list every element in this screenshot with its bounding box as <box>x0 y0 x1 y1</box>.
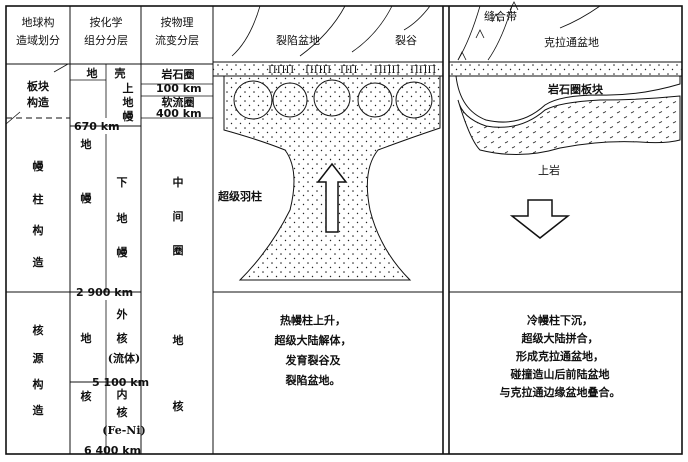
right-caption-5: 与克拉通边缘盆地叠合。 <box>500 385 621 399</box>
chem-core-2: 核 <box>81 389 92 403</box>
cold-plume-label: 上岩 <box>538 163 560 177</box>
left-caption-4: 裂陷盆地。 <box>285 373 341 387</box>
chem-core-1: 地 <box>81 331 92 345</box>
row-mantle-plume-4: 造 <box>33 255 45 269</box>
lithosphere-band-right <box>448 61 683 77</box>
depth-2900: 2 900 km <box>76 286 133 299</box>
right-caption-4: 碰撞造山后前陆盆地 <box>511 367 610 381</box>
svg-text:ΠΠΠ: ΠΠΠ <box>268 65 294 76</box>
chem-upper-mantle-1: 上 <box>123 81 134 95</box>
chem-outer-core-1: 外 <box>116 307 128 321</box>
hot-plume-panel: ΠΠΠ ΠΠΠ ΠΠ ΠΠΠ ΠΠΠ 超级羽柱 裂陷盆地 裂谷 热幔柱上升， 超… <box>212 5 444 387</box>
chem-fe-ni: (Fe-Ni) <box>102 424 145 437</box>
phys-mesosphere-1: 中 <box>173 175 184 189</box>
right-caption-3: 形成克拉通盆地， <box>516 349 604 363</box>
left-caption-3: 发育裂谷及 <box>285 353 342 367</box>
cold-plume-panel: 岩石圈板块 缝合带 克拉通盆地 上岩 冷幔柱下沉， 超级大陆拼合， 形成克拉通盆… <box>448 1 683 399</box>
row-plate-tectonics: 板块 <box>27 79 50 93</box>
chem-mantle-2: 幔 <box>81 191 93 205</box>
rift-valley-label: 裂谷 <box>395 34 417 47</box>
svg-text:ΠΠ: ΠΠ <box>340 65 358 76</box>
row-core-source-3: 构 <box>33 377 44 391</box>
downwelling-arrow <box>509 199 571 239</box>
header-tectonic-domain: 地球构 <box>22 15 55 29</box>
svg-text:ΠΠΠ: ΠΠΠ <box>305 65 331 76</box>
row-core-source-4: 造 <box>33 403 45 417</box>
chem-fluid: (流体) <box>108 351 140 365</box>
chem-outer-core-2: 核 <box>117 331 128 345</box>
rift-basin-label: 裂陷盆地 <box>276 33 320 47</box>
phys-mesosphere-3: 圈 <box>173 244 184 257</box>
row-mantle-plume-2: 柱 <box>33 192 44 206</box>
depth-400: 400 km <box>156 107 202 120</box>
chem-lower-mantle-1: 下 <box>117 176 128 189</box>
phys-mesosphere-2: 间 <box>173 210 184 223</box>
right-caption-1: 冷幔柱下沉， <box>527 313 593 327</box>
chem-lower-mantle-2: 地 <box>117 211 128 225</box>
svg-text:ΠΠΠ: ΠΠΠ <box>374 65 400 76</box>
depth-5100: 5 100 km <box>92 376 149 389</box>
row-plate-tectonics-2: 构造 <box>27 95 50 109</box>
lithosphere-plate-label: 岩石圈板块 <box>547 82 604 96</box>
chem-crust-2: 壳 <box>114 66 126 80</box>
upwelling-arrow <box>316 162 348 233</box>
chem-mantle-1: 地 <box>81 137 92 151</box>
header-physical-2: 流变分层 <box>155 33 199 47</box>
phys-asthenosphere: 软流圈 <box>162 95 195 109</box>
chem-lower-mantle-3: 幔 <box>117 245 129 259</box>
phys-core-2: 核 <box>173 399 184 413</box>
row-core-source-2: 源 <box>33 351 44 365</box>
header-chemical-2: 组分分层 <box>84 33 128 47</box>
chem-inner-core-1: 内 <box>117 387 128 401</box>
superplume-label: 超级羽柱 <box>217 189 262 203</box>
row-mantle-plume-1: 幔 <box>33 159 45 173</box>
row-core-source-1: 核 <box>33 323 44 337</box>
sinking-slab <box>457 95 681 155</box>
craton-basin-label: 克拉通盆地 <box>544 35 599 49</box>
chem-crust-1: 地 <box>87 66 98 80</box>
left-caption-1: 热幔柱上升， <box>280 313 346 327</box>
depth-670: 670 km <box>74 120 120 133</box>
chem-upper-mantle-3: 幔 <box>123 109 135 123</box>
phys-core-1: 地 <box>173 333 184 347</box>
depth-6400: 6 400 km <box>84 444 141 457</box>
cold-lithosphere-body <box>455 75 681 123</box>
depth-100: 100 km <box>156 82 202 95</box>
header-tectonic-domain-2: 造域划分 <box>16 33 60 47</box>
header-physical: 按物理 <box>161 15 194 29</box>
svg-text:ΠΠΠ: ΠΠΠ <box>410 65 436 76</box>
chem-inner-core-2: 核 <box>117 405 128 419</box>
phys-lithosphere: 岩石圈 <box>161 67 195 81</box>
outer-frame <box>5 5 683 455</box>
header-chemical: 按化学 <box>90 15 123 29</box>
row-mantle-plume-3: 构 <box>33 223 44 237</box>
right-caption-2: 超级大陆拼合， <box>521 331 599 345</box>
suture-zone-label: 缝合带 <box>484 9 517 23</box>
chem-upper-mantle-2: 地 <box>123 95 134 109</box>
left-caption-2: 超级大陆解体， <box>274 333 352 347</box>
